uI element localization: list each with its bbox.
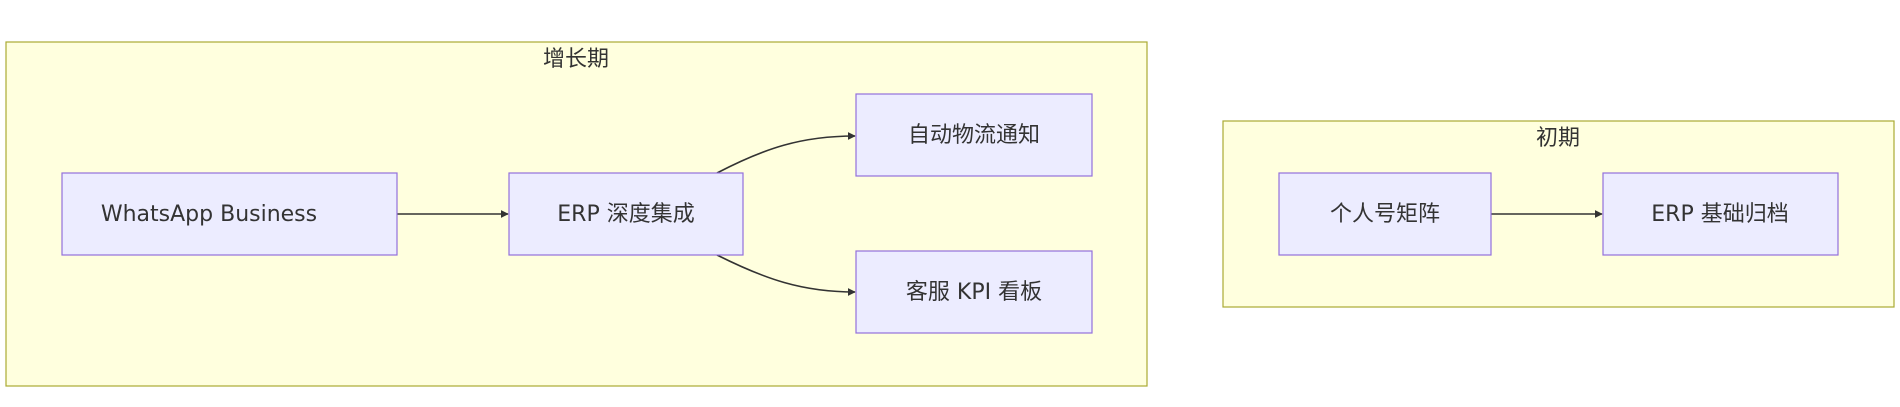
node-personal-account-matrix-label: 个人号矩阵 [1330, 202, 1440, 227]
edge-erp-deep-to-logistics [716, 132, 856, 174]
node-whatsapp-business-box [61, 172, 398, 256]
node-erp-deep-integration-label: ERP 深度集成 [557, 202, 694, 227]
node-auto-logistics-notice-label: 自动物流通知 [908, 123, 1040, 148]
node-auto-logistics-notice-box [855, 93, 1093, 177]
node-whatsapp-business-label: WhatsApp Business [101, 202, 317, 227]
node-personal-account-matrix-box [1278, 172, 1492, 256]
node-erp-basic-archive: ERP 基础归档 [1602, 172, 1839, 256]
cluster-growth-title: 增长期 [543, 47, 609, 72]
cluster-initial-title: 初期 [1536, 126, 1580, 151]
node-cs-kpi-board-box [855, 250, 1093, 334]
node-erp-deep-integration-box [508, 172, 744, 256]
node-cs-kpi-board-label: 客服 KPI 看板 [906, 280, 1042, 305]
node-whatsapp-business: WhatsApp Business [61, 172, 398, 256]
node-auto-logistics-notice: 自动物流通知 [855, 93, 1093, 177]
edge-erp-deep-to-kpi-board [716, 254, 856, 296]
node-erp-basic-archive-label: ERP 基础归档 [1651, 202, 1788, 227]
node-cs-kpi-board: 客服 KPI 看板 [855, 250, 1093, 334]
edges [397, 132, 1603, 296]
node-personal-account-matrix: 个人号矩阵 [1278, 172, 1492, 256]
node-erp-basic-archive-box [1602, 172, 1839, 256]
node-erp-deep-integration: ERP 深度集成 [508, 172, 744, 256]
